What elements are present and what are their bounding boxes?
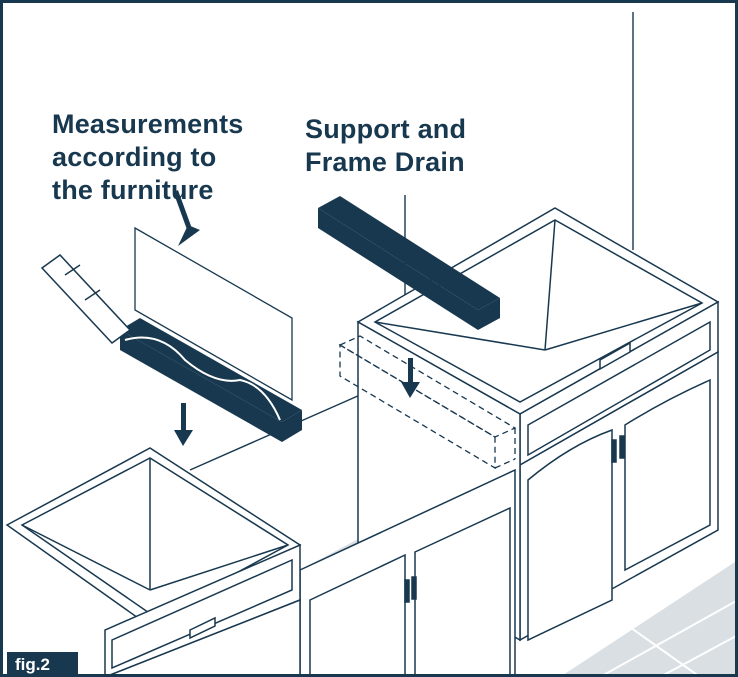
label-line: Support and: [305, 114, 467, 144]
middle-cabinet: [299, 468, 516, 677]
figure-tag: fig.2: [7, 652, 78, 677]
marker-tool: [40, 254, 132, 344]
label-line: according to: [52, 142, 217, 172]
label-support-frame-drain: Support and Frame Drain: [305, 113, 466, 179]
floor-tiles: [560, 560, 738, 677]
down-arrow-icon: [401, 358, 420, 398]
label-line: Frame Drain: [305, 147, 465, 177]
label-measurements: Measurements according to the furniture: [52, 108, 243, 207]
measured-support-bar: [120, 318, 302, 442]
label-line: the furniture: [52, 175, 214, 205]
down-arrow-icon: [174, 403, 193, 446]
measurement-panel: [134, 226, 293, 402]
drain-support-bar: [318, 196, 500, 330]
arrows: [173, 190, 420, 446]
label-line: Measurements: [52, 109, 244, 139]
left-cabinet: [5, 447, 302, 677]
floor-tile-lines: [599, 599, 738, 677]
down-arrow-icon: [173, 190, 200, 246]
dashed-support-outline: [338, 335, 517, 470]
